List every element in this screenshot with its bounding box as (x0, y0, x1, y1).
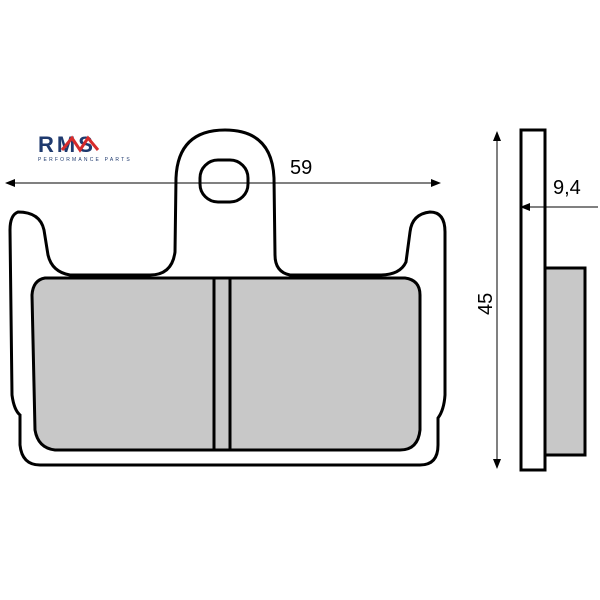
side-backing-plate (519, 128, 547, 472)
friction-groove (212, 276, 232, 452)
mounting-hole (198, 158, 250, 204)
rms-logo: RMS PERFORMANCE PARTS (38, 132, 132, 163)
logo-tagline: PERFORMANCE PARTS (38, 157, 132, 163)
thickness-label: 9,4 (553, 177, 581, 199)
height-label: 45 (475, 293, 497, 315)
width-label: 59 (290, 157, 312, 179)
side-friction-material (543, 266, 587, 457)
